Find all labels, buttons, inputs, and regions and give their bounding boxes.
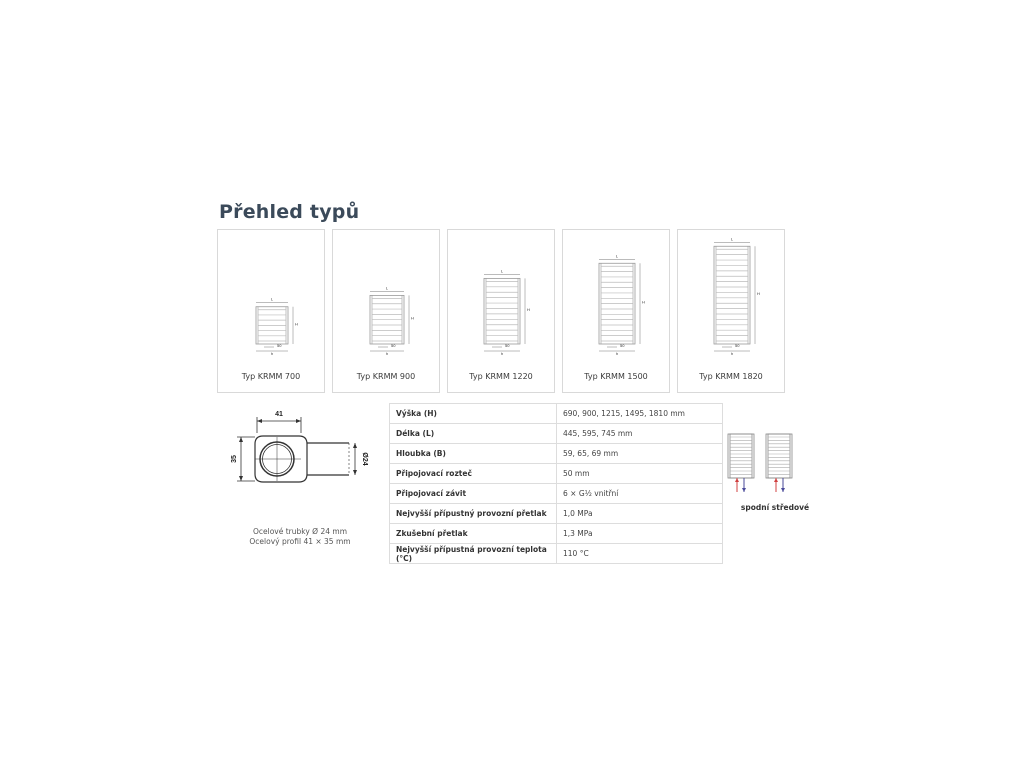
spec-value: 110 °C — [556, 543, 723, 564]
profile-cross-section: 41 35 Ø24 — [231, 411, 368, 483]
flow-arrows-icon — [735, 478, 785, 492]
radiator-frame — [598, 262, 636, 345]
bottom-label: h — [501, 351, 503, 356]
spacing-label: 50 — [735, 343, 740, 348]
radiator-drawing-1500: L H 50h — [598, 253, 645, 356]
spacing-label: 50 — [505, 343, 510, 348]
radiator-frame — [713, 245, 751, 345]
radiator-drawing-900: L H 50h — [369, 285, 414, 356]
type-label: Typ KRMM 1220 — [469, 372, 533, 381]
height-label: H — [527, 307, 530, 312]
type-card-700: L H 50 h Typ KRMM 700 — [217, 229, 325, 393]
radiator-drawing-700: L H 50 h — [255, 297, 298, 356]
radiator-frame — [369, 295, 405, 345]
table-row: Hloubka (B)59, 65, 69 mm — [389, 443, 723, 464]
spec-key: Připojovací rozteč — [389, 463, 557, 484]
type-label: Typ KRMM 1820 — [699, 372, 763, 381]
length-label: L — [271, 297, 274, 302]
bottom-label: h — [616, 351, 618, 356]
radiator-body — [713, 245, 751, 345]
table-row: Délka (L)445, 595, 745 mm — [389, 423, 723, 444]
spacing-label: 50 — [277, 343, 282, 348]
height-label: H — [411, 316, 414, 321]
length-label: L — [501, 268, 504, 273]
spec-value: 445, 595, 745 mm — [556, 423, 723, 444]
spec-value: 690, 900, 1215, 1495, 1810 mm — [556, 403, 723, 424]
spec-key: Připojovací závit — [389, 483, 557, 504]
type-label: Typ KRMM 900 — [356, 372, 416, 381]
spec-key: Nejvyšší přípustná provozní teplota (°C) — [389, 543, 557, 564]
radiator-frame — [255, 306, 289, 345]
bottom-label: h — [271, 351, 273, 356]
spec-table: Výška (H)690, 900, 1215, 1495, 1810 mm D… — [389, 403, 723, 564]
connection-diagram — [727, 433, 793, 492]
spacing-label: 50 — [620, 343, 625, 348]
bottom-label: h — [731, 351, 733, 356]
length-label: L — [386, 285, 389, 290]
table-row: Nejvyšší přípustná provozní teplota (°C)… — [389, 543, 723, 564]
spec-key: Výška (H) — [389, 403, 557, 424]
radiator-body — [483, 277, 521, 345]
connection-label: spodní středové — [740, 503, 810, 512]
profile-width-label: 41 — [275, 411, 283, 418]
spec-key: Délka (L) — [389, 423, 557, 444]
height-label: H — [642, 300, 645, 305]
type-label: Typ KRMM 1500 — [584, 372, 648, 381]
profile-caption-line: Ocelový profil 41 × 35 mm — [249, 537, 351, 546]
spec-key: Hloubka (B) — [389, 443, 557, 464]
profile-caption: Ocelové trubky Ø 24 mm Ocelový profil 41… — [219, 527, 381, 547]
page-title: Přehled typů — [219, 201, 360, 223]
type-label: Typ KRMM 700 — [241, 372, 301, 381]
spec-key: Zkušební přetlak — [389, 523, 557, 544]
spec-value: 1,0 MPa — [556, 503, 723, 524]
bottom-label: h — [386, 351, 388, 356]
spacing-label: 50 — [391, 343, 396, 348]
radiator-body — [598, 262, 636, 345]
radiator-frame — [483, 277, 521, 345]
radiator-body — [369, 295, 405, 345]
spec-value: 59, 65, 69 mm — [556, 443, 723, 464]
profile-diameter-label: Ø24 — [361, 452, 368, 465]
spec-value: 6 × G½ vnitřní — [556, 483, 723, 504]
spec-value: 50 mm — [556, 463, 723, 484]
height-label: H — [295, 321, 298, 326]
profile-height-label: 35 — [231, 455, 238, 463]
radiator-drawing-1220: L H 50h — [483, 268, 530, 356]
radiator-body — [255, 306, 289, 345]
spec-value: 1,3 MPa — [556, 523, 723, 544]
profile-caption-line: Ocelové trubky Ø 24 mm — [252, 527, 347, 536]
length-label: L — [616, 253, 619, 258]
height-label: H — [757, 291, 760, 296]
radiator-drawing-1820: L H 50h — [713, 236, 760, 356]
length-label: L — [731, 236, 734, 241]
table-row: Výška (H)690, 900, 1215, 1495, 1810 mm — [389, 403, 723, 424]
spec-key: Nejvyšší přípustný provozní přetlak — [389, 503, 557, 524]
